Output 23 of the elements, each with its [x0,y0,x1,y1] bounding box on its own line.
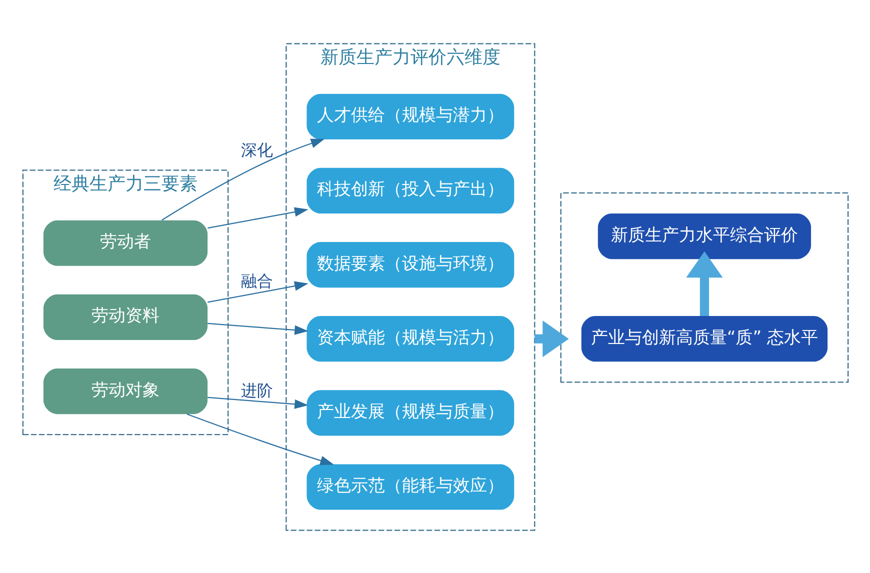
node-box: 科技创新（投入与产出） [306,167,514,213]
node-box: 劳动资料 [42,294,208,340]
node-box: 资本赋能（规模与活力） [306,316,514,362]
arrow [186,413,334,465]
edge-label: 进阶 [240,380,273,400]
node-box: 产业与创新高质量“质” 态水平 [580,316,828,362]
node-box: 数据要素（设施与环境） [306,241,514,288]
node-box: 劳动者 [42,220,208,266]
node-box: 新质生产力水平综合评价 [597,213,811,259]
arrow [161,138,324,220]
arrow [207,396,308,408]
cluster [560,192,848,382]
node-box: 劳动对象 [42,368,208,414]
arrow [534,320,568,357]
arrow [207,280,308,302]
node-box: 产业发展（规模与质量） [306,390,514,436]
edge-label: 融合 [240,271,273,290]
node-box: 绿色示范（能耗与效应） [306,464,514,510]
arrow [686,250,722,316]
node-box: 人才供给（规模与潜力） [306,93,514,139]
edge-label: 深化 [240,140,273,160]
arrow [207,322,308,334]
arrow [207,206,308,228]
